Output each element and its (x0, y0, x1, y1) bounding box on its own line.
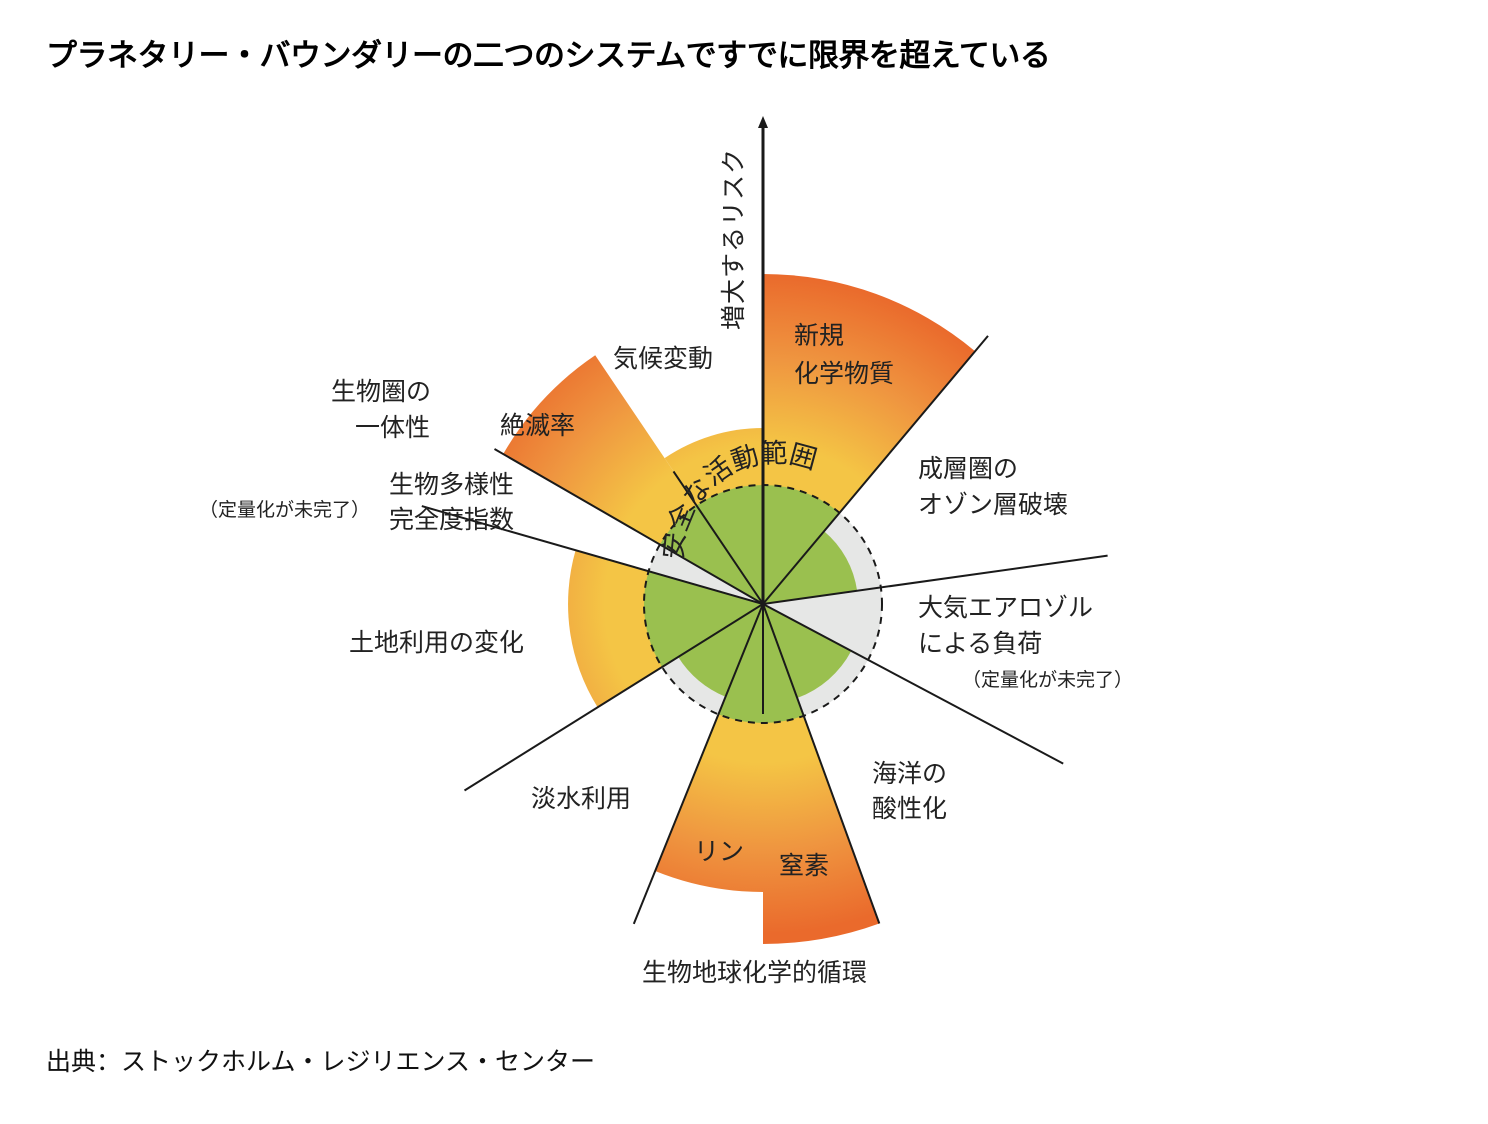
label-aerosol-note: （定量化が未完了） (962, 669, 1133, 691)
label-bii-note: （定量化が未完了） (199, 499, 370, 521)
safe-novel-entities (763, 485, 840, 604)
label-ozone-2: オゾン層破壊 (918, 490, 1068, 519)
divider-aerosol-ocean (762, 603, 1064, 765)
label-aerosol-2: による負荷 (918, 629, 1042, 658)
label-aerosol-1: 大気エアロゾル (918, 593, 1093, 622)
label-extinction: 絶滅率 (500, 411, 575, 440)
divider-ozone-aerosol (762, 554, 1108, 605)
label-ocean-2: 酸性化 (872, 794, 947, 823)
label-bii-1: 生物多様性 (389, 470, 514, 499)
divider-biosphere-extinction (494, 448, 764, 605)
label-biosphere-2: 一体性 (355, 413, 430, 442)
label-novel-entities-1: 新規 (794, 321, 844, 350)
safe-bii (696, 485, 763, 604)
safe-ozone (763, 531, 858, 604)
label-biogeochem: 生物地球化学的循環 (642, 958, 867, 987)
divider-novel-ozone (762, 335, 989, 605)
label-biosphere-1: 生物圏の (331, 377, 431, 406)
label-climate: 気候変動 (613, 344, 713, 373)
label-land: 土地利用の変化 (349, 628, 524, 657)
page-title: プラネタリー・バウンダリーの二つのシステムですでに限界を超えている (46, 38, 1051, 74)
label-freshwater: 淡水利用 (531, 784, 631, 813)
sector-divider-lines (421, 335, 1108, 925)
safe-extinction (659, 505, 763, 604)
divider-extinction-bii (672, 470, 764, 605)
divider-land-biosphere (421, 505, 764, 605)
divider-phosphorus-freshwater (632, 603, 764, 925)
label-phosphorus: リン (694, 837, 744, 866)
label-novel-entities-2: 化学物質 (794, 359, 894, 388)
label-ocean-1: 海洋の (872, 759, 947, 788)
divider-freshwater-land (463, 603, 764, 792)
safe-freshwater (678, 604, 763, 697)
label-bii-2: 完全度指数 (389, 505, 514, 534)
label-nitrogen: 窒素 (779, 851, 829, 880)
safe-land-use (643, 571, 763, 668)
risk-axis-label: 増大するリスク (719, 148, 748, 330)
source-credit: 出典：ストックホルム・レジリエンス・センター (46, 1047, 596, 1076)
label-ozone-1: 成層圏の (918, 454, 1018, 483)
divider-ocean-nitrogen (762, 603, 881, 924)
safe-ocean (763, 604, 852, 698)
